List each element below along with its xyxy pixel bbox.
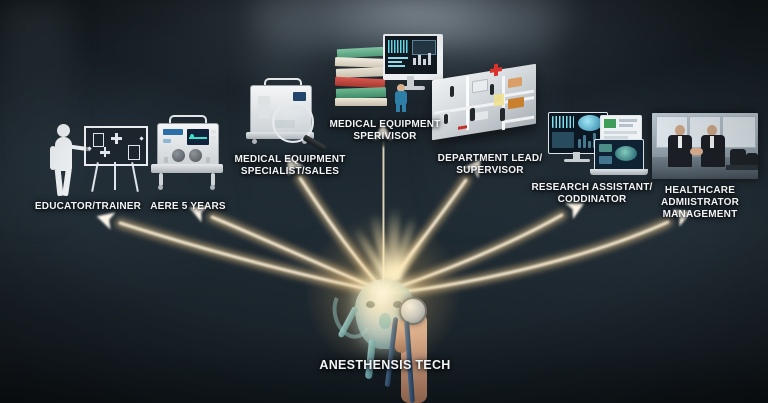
book-stack-icon xyxy=(334,46,387,106)
label-medical-equipment-specialist-sales: MEDICAL EQUIPMENT SPECIALIST/SALES xyxy=(234,154,346,177)
stethoscope-chestpiece-icon xyxy=(399,297,427,325)
light-ray xyxy=(368,211,395,281)
arrow-to-research-assistant-head xyxy=(564,202,585,220)
label-research-assistant-coddinator: RESEARCH ASSISTANT/ CODDINATOR xyxy=(531,182,653,205)
light-ray xyxy=(351,225,391,282)
arrow-to-sperivisor-head xyxy=(374,123,392,140)
light-ray xyxy=(391,228,431,282)
background-pillar-mid xyxy=(252,0,310,403)
floor-plan-model-icon xyxy=(428,62,546,144)
arrow-to-educator-trainer-head xyxy=(96,212,116,230)
pump-cart xyxy=(151,164,223,173)
light-ray xyxy=(387,206,401,280)
light-ray xyxy=(389,214,419,281)
label-medical-equipment-sperivisor: MEDICAL EQUIPMENT SPERIVISOR xyxy=(329,119,441,142)
background-pillar-left xyxy=(0,0,70,403)
center-node-anesthesia-mask[interactable] xyxy=(293,203,473,403)
node-department-lead-supervisor[interactable] xyxy=(428,62,546,144)
arrow-to-healthcare-admin-head xyxy=(672,209,692,227)
label-healthcare-admiistrator-management: HEALTHCARE ADMIISTRATOR MANAGEMENT xyxy=(660,185,740,220)
label-department-lead-supervisor: DEPARTMENT LEAD/ SUPERVISOR xyxy=(437,153,543,176)
infusion-pump-icon xyxy=(157,123,219,167)
node-aere-5-years[interactable] xyxy=(149,113,227,193)
laptop-base xyxy=(590,169,648,175)
node-research-assistant-coddinator[interactable] xyxy=(548,112,652,178)
label-educator-trainer: EDUCATOR/TRAINER xyxy=(34,201,142,212)
arrow-to-department-lead-head xyxy=(463,159,481,179)
arrow-to-specialist-sales-head xyxy=(286,156,304,176)
laptop-icon xyxy=(594,139,644,171)
whiteboard-icon xyxy=(84,126,148,166)
arrow-to-aere-5-years-head xyxy=(189,205,209,223)
mask-tube xyxy=(364,338,377,380)
presenter-silhouette-icon xyxy=(48,124,92,197)
mini-technician-figure xyxy=(393,84,409,112)
node-educator-trainer[interactable] xyxy=(42,118,152,197)
node-healthcare-admiistrator-management[interactable] xyxy=(652,113,758,179)
label-aere-5-years: AERE 5 YEARS xyxy=(150,201,226,212)
handshake-photo-icon xyxy=(652,113,758,179)
node-medical-equipment-specialist-sales[interactable] xyxy=(244,76,328,152)
